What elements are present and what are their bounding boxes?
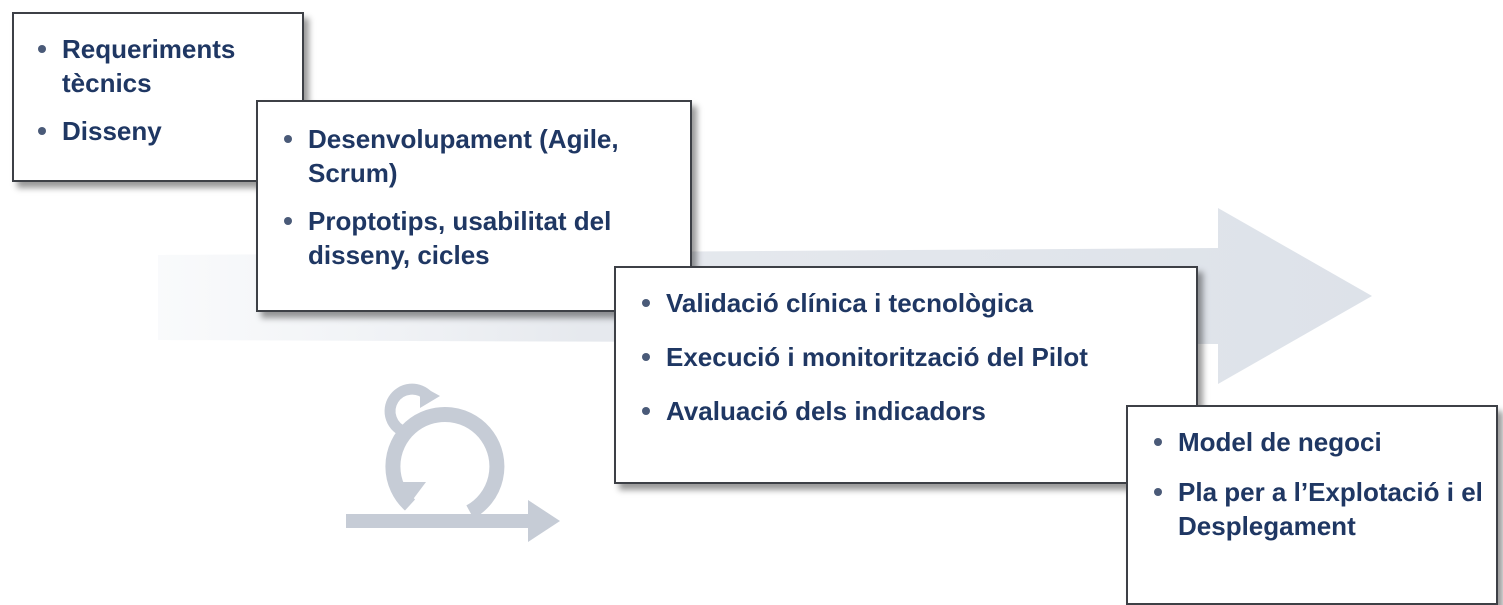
list-item: Requeriments tècnics	[36, 32, 292, 100]
phase-list: Desenvolupament (Agile, Scrum) Proptotip…	[282, 122, 678, 272]
phase-card-business: Model de negoci Pla per a l’Explotació i…	[1126, 405, 1498, 605]
list-item: Pla per a l’Explotació i el Desplegament	[1152, 475, 1486, 543]
phase-list: Requeriments tècnics Disseny	[36, 32, 292, 148]
list-item: Model de negoci	[1152, 425, 1486, 459]
list-item: Proptotips, usabilitat del disseny, cicl…	[282, 204, 678, 272]
list-item: Validació clínica i tecnològica	[640, 286, 1184, 320]
iteration-cycle-icon	[346, 383, 560, 542]
list-item: Disseny	[36, 114, 292, 148]
phase-card-design: Requeriments tècnics Disseny	[12, 12, 304, 182]
phase-list: Model de negoci Pla per a l’Explotació i…	[1152, 425, 1486, 543]
phase-list: Validació clínica i tecnològica Execució…	[640, 286, 1184, 428]
list-item: Avaluació dels indicadors	[640, 394, 1184, 428]
list-item: Execució i monitorització del Pilot	[640, 340, 1184, 374]
list-item: Desenvolupament (Agile, Scrum)	[282, 122, 678, 190]
phase-card-validation: Validació clínica i tecnològica Execució…	[614, 266, 1198, 484]
